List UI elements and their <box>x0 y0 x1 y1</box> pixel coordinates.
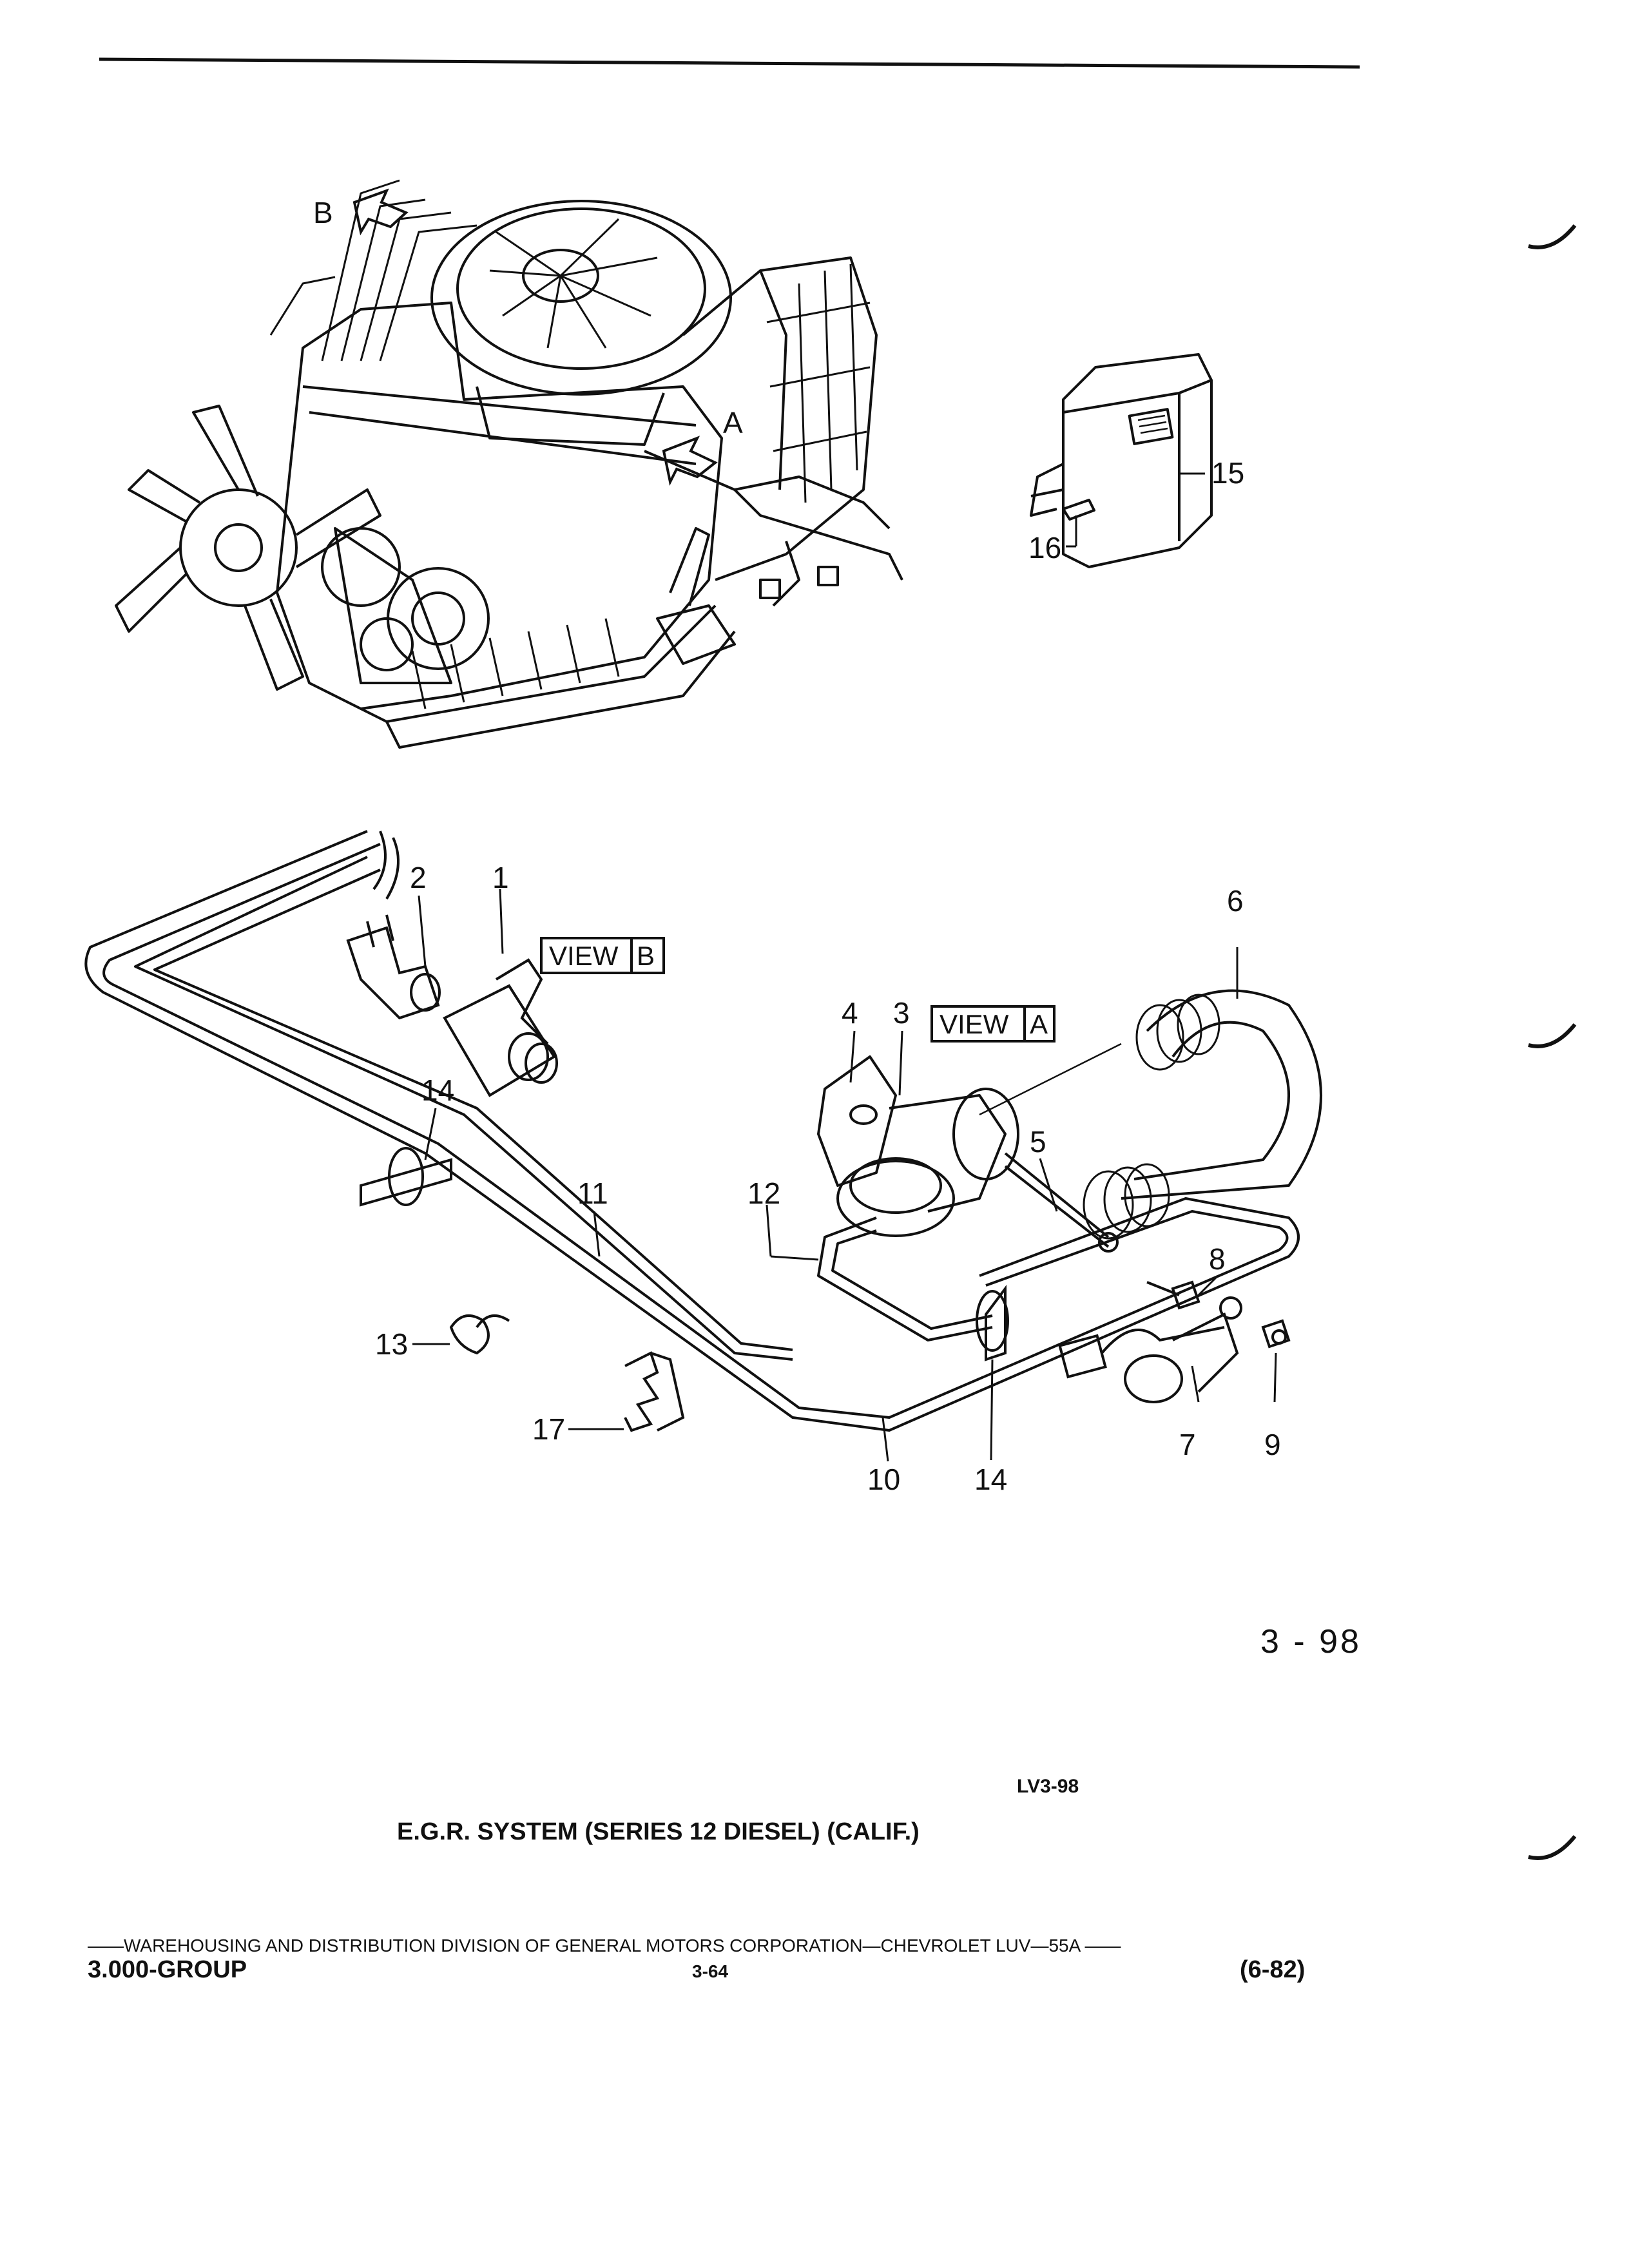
footer-page-number: 3-64 <box>692 1961 729 1981</box>
callout-16: 16 <box>1028 531 1061 564</box>
footer-date: (6-82) <box>1240 1956 1306 1983</box>
ecm-module-drawing <box>1030 353 1213 568</box>
svg-text:B: B <box>637 941 655 971</box>
callout-5: 5 <box>1030 1125 1046 1158</box>
view-a-label: VIEW A <box>930 1005 1055 1043</box>
plate-number: 3 - 98 <box>1260 1623 1362 1660</box>
reference-code: LV3-98 <box>1017 1776 1079 1797</box>
footer-publisher-line: ——WAREHOUSING AND DISTRIBUTION DIVISION … <box>88 1936 1121 1956</box>
callout-6: 6 <box>1227 884 1244 918</box>
clip-17-drawing <box>624 1351 685 1432</box>
callout-15: 15 <box>1211 456 1244 490</box>
top-rule <box>99 57 1360 69</box>
egr-hose-6 <box>979 989 1322 1240</box>
clip-14-right <box>976 1285 1009 1361</box>
part-1-connector <box>443 958 558 1097</box>
callout-13: 13 <box>375 1327 408 1361</box>
callout-14-left: 14 <box>421 1073 454 1107</box>
callout-10: 10 <box>867 1463 900 1496</box>
callout-7: 7 <box>1179 1428 1196 1461</box>
callout-4: 4 <box>842 996 858 1030</box>
callout-11: 11 <box>577 1177 608 1210</box>
callout-17: 17 <box>532 1412 565 1446</box>
part-2-connector <box>346 914 441 1020</box>
callout-1: 1 <box>492 861 509 894</box>
egr-pipe-12 <box>817 1216 993 1341</box>
egr-pipe-11 <box>134 831 793 1361</box>
footer-group: 3.000-GROUP <box>88 1956 247 1983</box>
callout-12: 12 <box>747 1177 780 1210</box>
clip-14-left <box>360 1147 452 1207</box>
svg-text:VIEW: VIEW <box>940 1009 1009 1039</box>
svg-text:VIEW: VIEW <box>549 941 619 971</box>
callout-3: 3 <box>893 996 910 1030</box>
leader-lines <box>412 472 1277 1462</box>
binder-marks <box>1528 224 1577 1860</box>
vsv-7-drawing <box>1058 1280 1291 1403</box>
arrow-b-label: B <box>313 196 333 229</box>
clip-13-drawing <box>449 1314 510 1355</box>
callout-14-right: 14 <box>974 1463 1007 1496</box>
egr-pipe-10 <box>84 830 1300 1432</box>
callout-2: 2 <box>410 861 427 894</box>
callout-8: 8 <box>1209 1242 1226 1276</box>
view-b-label: VIEW B <box>540 937 665 974</box>
egr-valve-drawing <box>817 1055 1119 1253</box>
callout-9: 9 <box>1264 1428 1281 1461</box>
arrow-a-label: A <box>723 406 743 439</box>
engine-assembly-drawing <box>115 179 903 749</box>
diagram-caption: E.G.R. SYSTEM (SERIES 12 DIESEL) (CALIF.… <box>397 1818 920 1845</box>
svg-text:A: A <box>1030 1009 1048 1039</box>
arrow-b-icon <box>352 188 409 236</box>
arrow-a-icon <box>662 436 718 486</box>
